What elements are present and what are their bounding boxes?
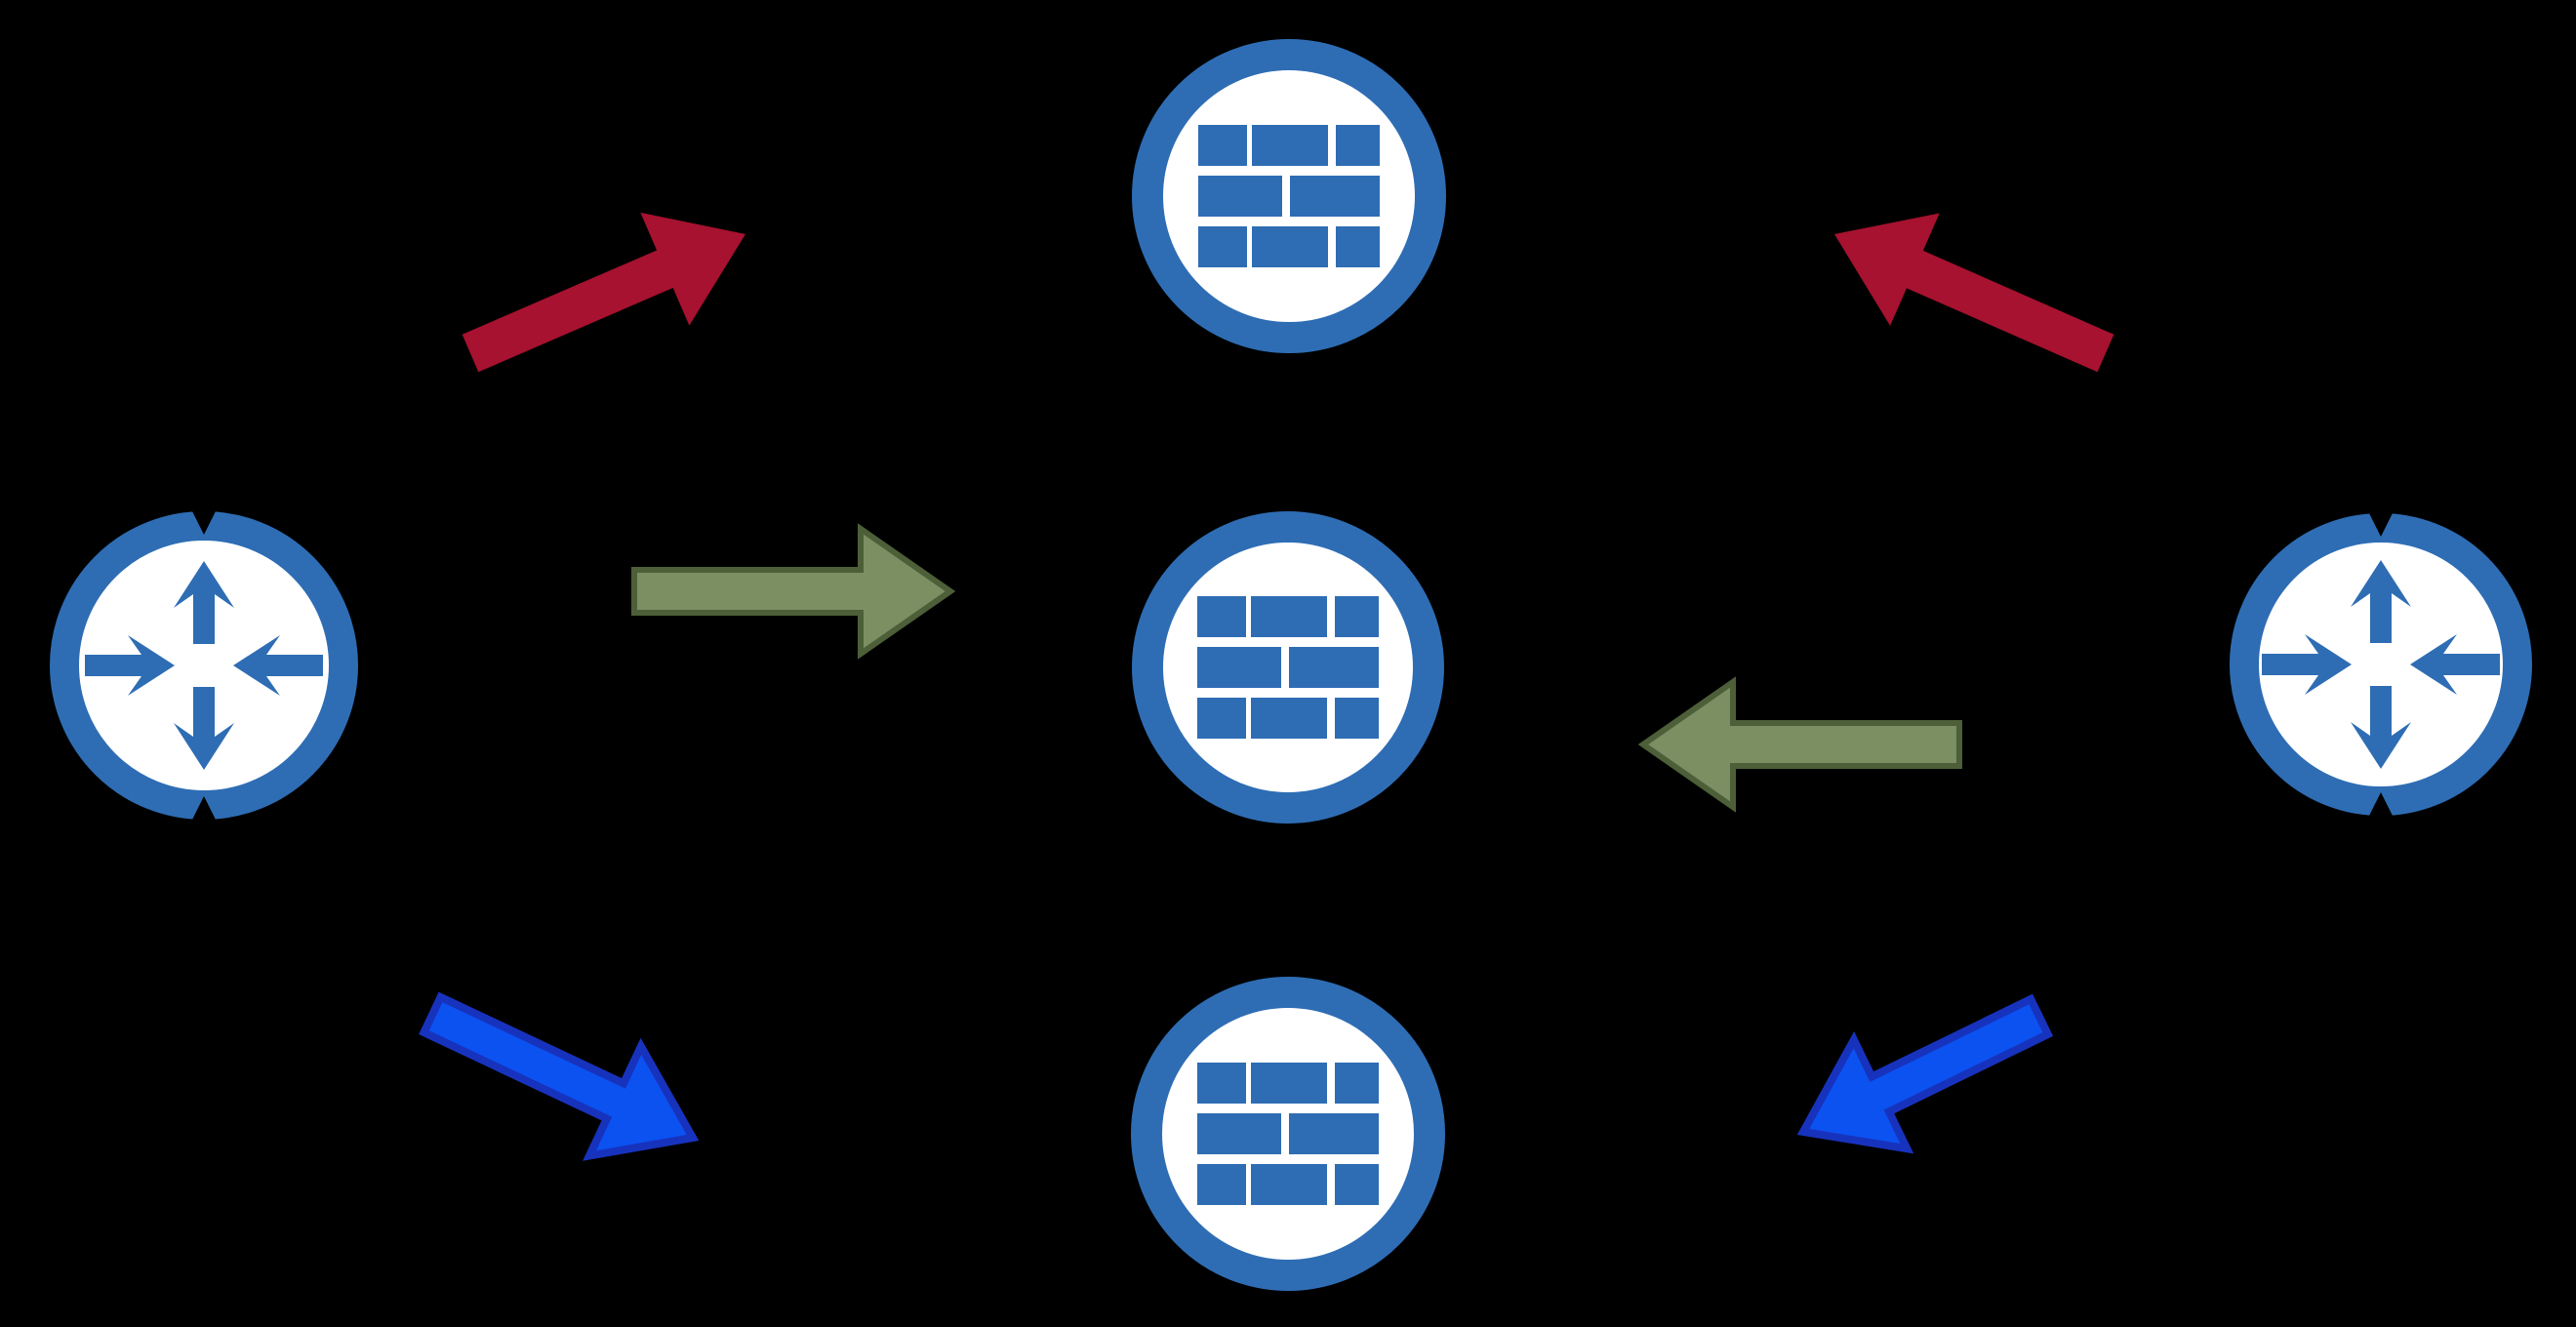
firewall-brick — [1335, 698, 1379, 739]
red-arrow-left — [462, 212, 745, 373]
firewall-brick — [1197, 1063, 1246, 1104]
router-right-icon — [2230, 507, 2532, 822]
firewall-brick — [1336, 226, 1380, 267]
firewall-brick — [1197, 596, 1246, 637]
firewall-brick — [1335, 1063, 1379, 1104]
router-arrow-down-icon — [2351, 686, 2411, 769]
firewall-ring — [1132, 511, 1444, 824]
firewall-brick — [1289, 1113, 1379, 1154]
router-ring-notch — [2366, 792, 2395, 822]
firewall-brick — [1198, 226, 1247, 267]
firewall-brick — [1252, 226, 1328, 267]
router-ring-notch — [189, 796, 219, 825]
firewall-brick — [1251, 1164, 1327, 1205]
firewall-ring — [1132, 39, 1446, 353]
router-ring-notch — [189, 505, 219, 535]
firewall-brick — [1289, 647, 1379, 688]
firewall-brick — [1251, 698, 1327, 739]
firewall-brick — [1335, 596, 1379, 637]
firewall-brick — [1251, 1063, 1327, 1104]
blue-arrow-right — [1796, 993, 2054, 1154]
firewall-brick — [1290, 176, 1380, 217]
blue-arrow-left — [419, 991, 700, 1161]
firewall-brick — [1197, 647, 1281, 688]
firewall-brick — [1335, 1164, 1379, 1205]
olive-arrow-left — [631, 523, 956, 660]
router-arrow-up-icon — [174, 561, 234, 644]
firewall-bottom-icon — [1131, 977, 1445, 1291]
firewall-brick — [1251, 596, 1327, 637]
router-arrow-in-from-right-icon — [233, 635, 323, 696]
router-arrow-in-from-left-icon — [85, 635, 175, 696]
red-arrow-right — [1834, 213, 2114, 373]
firewall-middle-icon — [1132, 511, 1444, 824]
router-arrow-down-icon — [174, 687, 234, 770]
firewall-brick — [1336, 125, 1380, 166]
router-ring-notch — [2366, 507, 2395, 537]
firewall-ring — [1131, 977, 1445, 1291]
router-left-icon — [50, 505, 358, 825]
firewall-brick — [1198, 176, 1282, 217]
router-arrow-in-from-left-icon — [2262, 634, 2352, 695]
router-arrow-in-from-right-icon — [2410, 634, 2500, 695]
router-arrow-up-icon — [2351, 560, 2411, 643]
firewall-top-icon — [1132, 39, 1446, 353]
olive-arrow-right — [1637, 676, 1962, 813]
firewall-brick — [1197, 698, 1246, 739]
firewall-brick — [1252, 125, 1328, 166]
firewall-brick — [1198, 125, 1247, 166]
firewall-brick — [1197, 1164, 1246, 1205]
firewall-brick — [1197, 1113, 1281, 1154]
